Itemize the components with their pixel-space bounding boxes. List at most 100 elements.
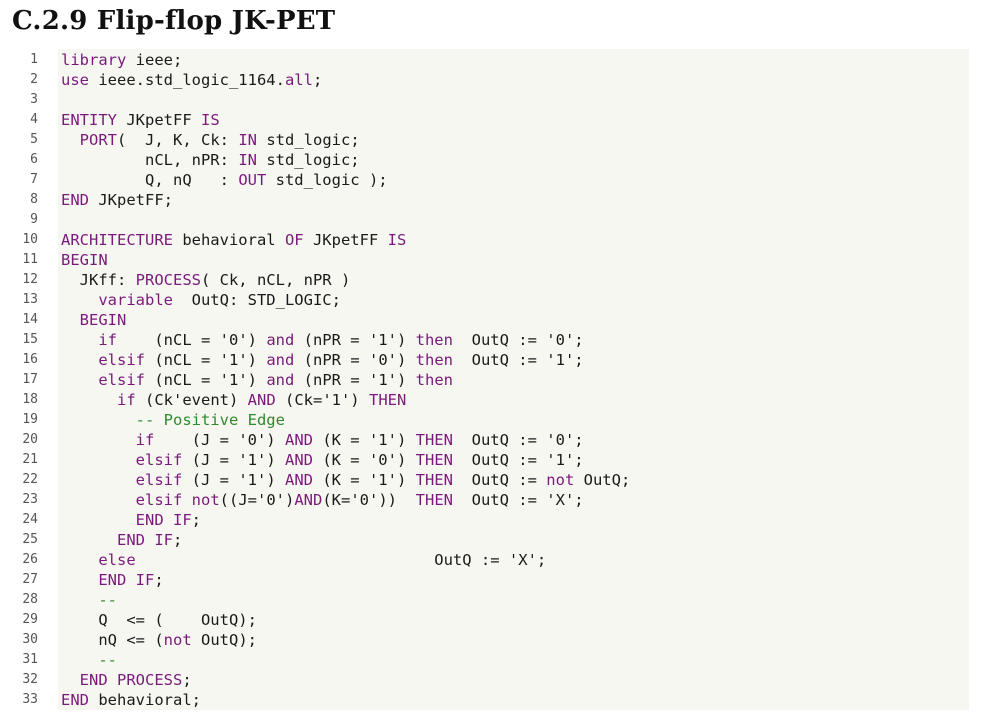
code-keyword: library [61, 51, 127, 69]
line-number: 28 [22, 592, 38, 607]
code-keyword: variable [98, 291, 173, 309]
code-token [61, 431, 136, 449]
line-number: 12 [22, 272, 38, 287]
code-text: BEGIN [61, 310, 127, 330]
code-token: behavioral; [89, 691, 201, 709]
section-title: Flip-flop JK-PET [96, 6, 336, 36]
code-text: END IF; [61, 510, 201, 530]
code-token: (K='0')) [322, 491, 416, 509]
line-number: 23 [22, 492, 38, 507]
line-number: 33 [22, 692, 38, 707]
line-number: 18 [22, 392, 38, 407]
code-keyword: use [61, 71, 89, 89]
code-text: variable OutQ: STD_LOGIC; [61, 290, 341, 310]
line-number: 25 [22, 532, 38, 547]
code-keyword: BEGIN [79, 311, 127, 329]
section-heading: C.2.9 Flip-flop JK-PET [12, 4, 335, 38]
code-text: ENTITY JKpetFF IS [61, 110, 220, 130]
code-token: OutQ := '0'; [452, 431, 584, 449]
section-number: C.2.9 [12, 6, 88, 36]
code-keyword: and [266, 371, 295, 389]
line-number: 21 [22, 452, 38, 467]
code-keyword: AND [294, 491, 323, 509]
code-token: std_logic; [257, 131, 360, 149]
code-token: JKpetFF; [89, 191, 173, 209]
code-keyword: THEN [415, 491, 453, 509]
code-text: if (J = '0') AND (K = '1') THEN OutQ := … [61, 430, 584, 450]
code-keyword: END IF [117, 531, 173, 549]
code-token: OutQ); [191, 631, 257, 649]
code-keyword: IS [387, 231, 407, 249]
code-token: (nCL = '1') [145, 371, 267, 389]
code-keyword: THEN [415, 471, 453, 489]
line-number: 11 [22, 252, 38, 267]
code-keyword: if [117, 391, 136, 409]
line-number: 6 [30, 152, 38, 167]
code-text: elsif (J = '1') AND (K = '1') THEN OutQ … [61, 470, 631, 490]
code-token: ((J='0') [219, 491, 295, 509]
code-token [61, 671, 80, 689]
line-number: 26 [22, 552, 38, 567]
line-number: 1 [30, 52, 38, 67]
code-text: ARCHITECTURE behavioral OF JKpetFF IS [61, 230, 406, 250]
code-token: (K = '1') [312, 471, 416, 489]
code-text: END behavioral; [61, 690, 201, 710]
code-keyword: PROCESS [135, 271, 201, 289]
line-number: 3 [30, 92, 38, 107]
code-token: (K = '1') [312, 431, 416, 449]
code-token [61, 651, 98, 669]
code-token [61, 451, 136, 469]
code-keyword: not [191, 491, 220, 509]
code-token: nCL, nPR: [61, 151, 239, 169]
code-token: JKpetFF [117, 111, 201, 129]
code-token: (J = '1') [182, 451, 285, 469]
code-token: (nPR = '1') [294, 331, 416, 349]
code-keyword: elsif [135, 451, 183, 469]
code-token [61, 531, 117, 549]
code-keyword: elsif [135, 491, 183, 509]
line-number: 9 [30, 212, 38, 227]
line-number: 10 [22, 232, 38, 247]
code-keyword: AND [284, 431, 313, 449]
code-keyword: if [98, 331, 117, 349]
line-number: 15 [22, 332, 38, 347]
line-number: 32 [22, 672, 38, 687]
line-number: 31 [22, 652, 38, 667]
code-keyword: elsif [98, 371, 145, 389]
code-token: (nCL = '0') [117, 331, 267, 349]
code-keyword: END IF [135, 511, 192, 529]
code-keyword: then [415, 371, 453, 389]
code-keyword: IN [238, 151, 257, 169]
code-keyword: then [415, 351, 453, 369]
code-token: JKff: [61, 271, 136, 289]
code-token: (K = '0') [312, 451, 416, 469]
code-text: elsif (J = '1') AND (K = '0') THEN OutQ … [61, 450, 584, 470]
code-token [61, 351, 98, 369]
code-token [61, 571, 98, 589]
code-token [61, 511, 136, 529]
code-keyword: ENTITY [61, 111, 117, 129]
code-text: END IF; [61, 530, 182, 550]
code-text: library ieee; [61, 50, 182, 70]
code-keyword: not [546, 471, 575, 489]
code-text: nCL, nPR: IN std_logic; [61, 150, 360, 170]
code-token [61, 291, 98, 309]
code-keyword: AND [284, 471, 313, 489]
code-token [61, 311, 80, 329]
code-token: (nPR = '1') [294, 371, 416, 389]
line-number: 14 [22, 312, 38, 327]
code-token: std_logic; [256, 151, 360, 169]
code-token: ieee; [126, 51, 183, 69]
code-token: OutQ := 'X'; [452, 491, 584, 509]
code-text: PORT( J, K, Ck: IN std_logic; [61, 130, 360, 150]
code-token [61, 491, 136, 509]
code-token: ; [312, 71, 323, 89]
code-keyword: OF [284, 231, 304, 249]
code-keyword: THEN [368, 391, 407, 409]
code-token: (Ck='1') [275, 391, 369, 409]
line-number: 27 [22, 572, 38, 587]
code-token: (J = '1') [182, 471, 285, 489]
code-keyword: elsif [98, 351, 145, 369]
code-token: ( J, K, Ck: [117, 131, 239, 149]
code-text: JKff: PROCESS( Ck, nCL, nPR ) [61, 270, 351, 290]
